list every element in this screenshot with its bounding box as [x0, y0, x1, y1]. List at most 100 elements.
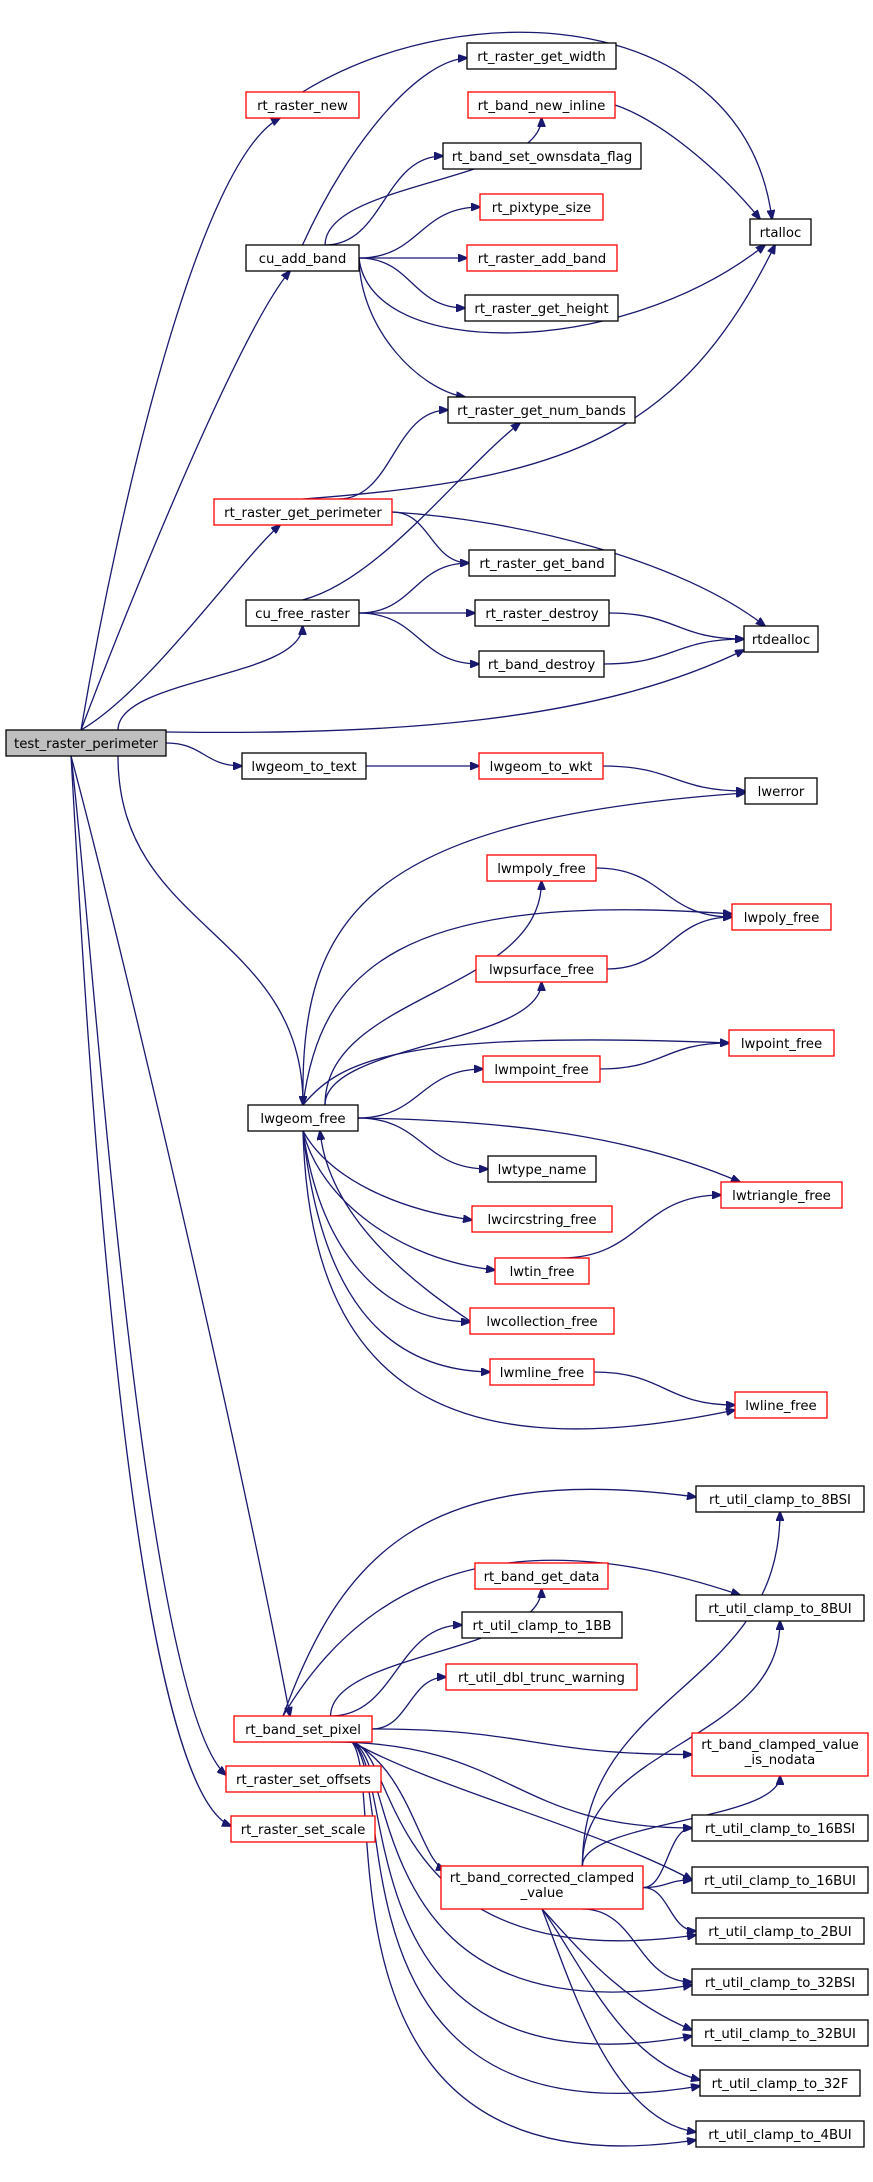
node-rt-util-clamp-to-8BSI[interactable]: rt_util_clamp_to_8BSI: [695, 1485, 865, 1513]
node-box[interactable]: [230, 1815, 376, 1843]
node-lwgeom-to-text[interactable]: lwgeom_to_text: [241, 752, 367, 780]
node-box[interactable]: [720, 1181, 843, 1209]
node-box[interactable]: [469, 1307, 615, 1335]
node-lwpoint-free[interactable]: lwpoint_free: [728, 1029, 835, 1057]
node-lwcircstring-free[interactable]: lwcircstring_free: [471, 1205, 613, 1233]
node-box[interactable]: [479, 193, 604, 221]
node-box[interactable]: [695, 1917, 865, 1945]
node-rt-raster-set-scale[interactable]: rt_raster_set_scale: [230, 1815, 376, 1843]
node-rt-raster-get-band[interactable]: rt_raster_get_band: [468, 549, 616, 577]
node-rtdealloc[interactable]: rtdealloc: [743, 625, 819, 653]
node-lwpsurface-free[interactable]: lwpsurface_free: [475, 955, 608, 983]
node-rt-raster-get-num-bands[interactable]: rt_raster_get_num_bands: [447, 396, 636, 424]
node-rt-raster-destroy[interactable]: rt_raster_destroy: [474, 599, 610, 627]
node-lwtin-free[interactable]: lwtin_free: [494, 1257, 590, 1285]
node-box[interactable]: [691, 1732, 869, 1777]
node-box[interactable]: [5, 729, 167, 757]
node-rt-util-clamp-to-4BUI[interactable]: rt_util_clamp_to_4BUI: [695, 2120, 865, 2148]
node-box[interactable]: [691, 1968, 869, 1996]
node-box[interactable]: [478, 650, 605, 678]
node-lwgeom-free[interactable]: lwgeom_free: [247, 1104, 359, 1132]
node-rt-raster-set-offsets[interactable]: rt_raster_set_offsets: [225, 1765, 382, 1793]
node-box[interactable]: [489, 1358, 595, 1386]
node-box[interactable]: [213, 498, 393, 526]
node-box[interactable]: [695, 1485, 865, 1513]
node-box[interactable]: [743, 625, 819, 653]
node-rt-util-clamp-to-16BUI[interactable]: rt_util_clamp_to_16BUI: [691, 1866, 869, 1894]
node-rt-util-clamp-to-2BUI[interactable]: rt_util_clamp_to_2BUI: [695, 1917, 865, 1945]
node-rt-band-get-data[interactable]: rt_band_get_data: [474, 1562, 609, 1590]
node-box[interactable]: [233, 1715, 373, 1743]
node-rt-raster-get-perimeter[interactable]: rt_raster_get_perimeter: [213, 498, 393, 526]
node-rt-band-set-pixel[interactable]: rt_band_set_pixel: [233, 1715, 373, 1743]
node-box[interactable]: [474, 599, 610, 627]
node-lwpoly-free[interactable]: lwpoly_free: [731, 903, 832, 931]
node-box[interactable]: [466, 244, 618, 272]
node-box[interactable]: [494, 1257, 590, 1285]
node-box[interactable]: [466, 42, 617, 70]
node-box[interactable]: [245, 244, 360, 272]
node-rt-raster-get-width[interactable]: rt_raster_get_width: [466, 42, 617, 70]
node-lwerror[interactable]: lwerror: [744, 777, 818, 805]
node-rt-util-clamp-to-32BUI[interactable]: rt_util_clamp_to_32BUI: [691, 2019, 869, 2047]
node-box[interactable]: [731, 903, 832, 931]
node-box[interactable]: [691, 1814, 869, 1842]
node-box[interactable]: [695, 1594, 865, 1622]
node-box[interactable]: [695, 2120, 865, 2148]
node-rt-util-dbl-trunc-warning[interactable]: rt_util_dbl_trunc_warning: [445, 1663, 638, 1691]
node-cu-free-raster[interactable]: cu_free_raster: [245, 599, 360, 627]
node-rt-band-corrected-clamped-value[interactable]: rt_band_corrected_clamped_value: [440, 1865, 644, 1910]
node-rt-pixtype-size[interactable]: rt_pixtype_size: [479, 193, 604, 221]
node-box[interactable]: [468, 549, 616, 577]
node-lwmpoint-free[interactable]: lwmpoint_free: [482, 1055, 601, 1083]
node-rt-raster-new[interactable]: rt_raster_new: [245, 91, 360, 119]
node-box[interactable]: [475, 955, 608, 983]
node-box[interactable]: [225, 1765, 382, 1793]
node-lwcollection-free[interactable]: lwcollection_free: [469, 1307, 615, 1335]
node-rt-util-clamp-to-32BSI[interactable]: rt_util_clamp_to_32BSI: [691, 1968, 869, 1996]
node-box[interactable]: [744, 777, 818, 805]
node-box[interactable]: [440, 1865, 644, 1910]
node-lwgeom-to-wkt[interactable]: lwgeom_to_wkt: [478, 752, 604, 780]
node-rt-util-clamp-to-8BUI[interactable]: rt_util_clamp_to_8BUI: [695, 1594, 865, 1622]
node-box[interactable]: [734, 1391, 828, 1419]
node-box[interactable]: [749, 218, 812, 246]
node-rt-util-clamp-to-1BB[interactable]: rt_util_clamp_to_1BB: [461, 1611, 623, 1639]
node-box[interactable]: [699, 2069, 861, 2097]
node-lwtype-name[interactable]: lwtype_name: [487, 1155, 597, 1183]
node-box[interactable]: [691, 1866, 869, 1894]
node-box[interactable]: [461, 1611, 623, 1639]
node-cu-add-band[interactable]: cu_add_band: [245, 244, 360, 272]
node-rt-band-clamped-value-is-nodata[interactable]: rt_band_clamped_value_is_nodata: [691, 1732, 869, 1777]
node-box[interactable]: [691, 2019, 869, 2047]
node-box[interactable]: [447, 396, 636, 424]
node-rt-band-set-ownsdata-flag[interactable]: rt_band_set_ownsdata_flag: [442, 142, 642, 170]
node-box[interactable]: [474, 1562, 609, 1590]
node-box[interactable]: [471, 1205, 613, 1233]
node-box[interactable]: [728, 1029, 835, 1057]
node-box[interactable]: [247, 1104, 359, 1132]
node-box[interactable]: [445, 1663, 638, 1691]
node-rtalloc[interactable]: rtalloc: [749, 218, 812, 246]
node-rt-util-clamp-to-32F[interactable]: rt_util_clamp_to_32F: [699, 2069, 861, 2097]
node-box[interactable]: [464, 294, 619, 322]
node-box[interactable]: [442, 142, 642, 170]
node-rt-band-destroy[interactable]: rt_band_destroy: [478, 650, 605, 678]
node-lwmline-free[interactable]: lwmline_free: [489, 1358, 595, 1386]
node-rt-raster-add-band[interactable]: rt_raster_add_band: [466, 244, 618, 272]
node-box[interactable]: [478, 752, 604, 780]
node-rt-util-clamp-to-16BSI[interactable]: rt_util_clamp_to_16BSI: [691, 1814, 869, 1842]
node-lwtriangle-free[interactable]: lwtriangle_free: [720, 1181, 843, 1209]
node-box[interactable]: [487, 1155, 597, 1183]
node-box[interactable]: [245, 599, 360, 627]
node-lwmpoly-free[interactable]: lwmpoly_free: [486, 854, 597, 882]
node-box[interactable]: [241, 752, 367, 780]
node-rt-raster-get-height[interactable]: rt_raster_get_height: [464, 294, 619, 322]
node-test-raster-perimeter[interactable]: test_raster_perimeter: [5, 729, 167, 757]
node-rt-band-new-inline[interactable]: rt_band_new_inline: [467, 91, 616, 119]
node-lwline-free[interactable]: lwline_free: [734, 1391, 828, 1419]
node-box[interactable]: [482, 1055, 601, 1083]
node-box[interactable]: [486, 854, 597, 882]
node-box[interactable]: [245, 91, 360, 119]
node-box[interactable]: [467, 91, 616, 119]
